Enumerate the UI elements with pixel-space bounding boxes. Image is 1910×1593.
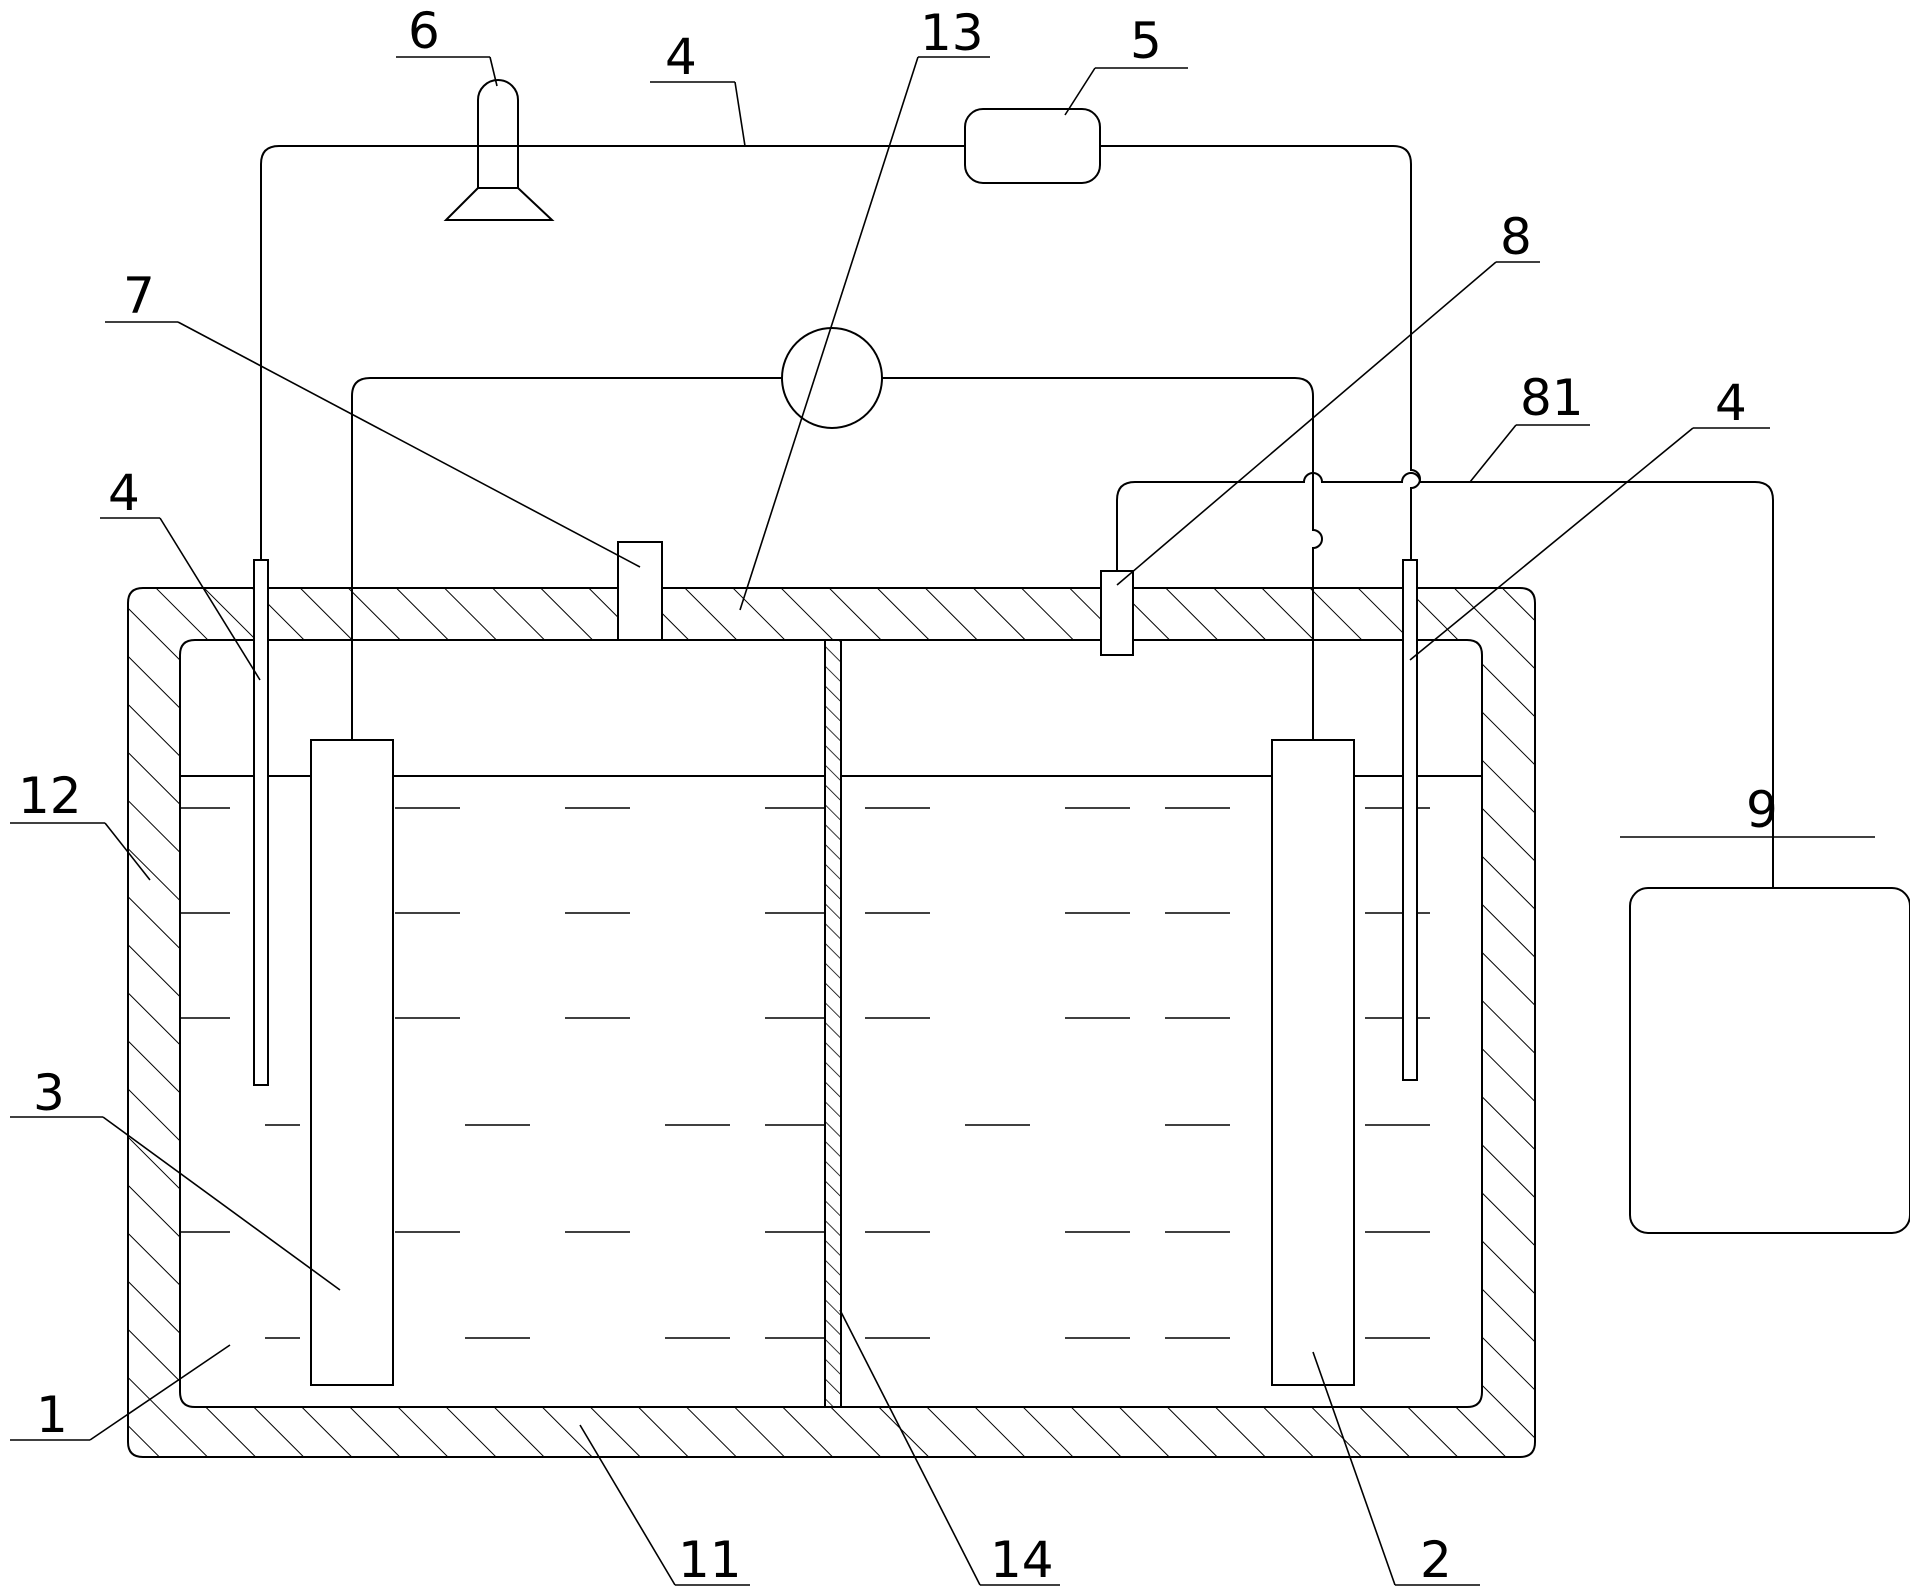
tube-left — [253, 559, 269, 1086]
label-7: 7 — [123, 267, 155, 325]
electrode-left — [310, 739, 394, 1386]
label-81: 81 — [1520, 369, 1584, 427]
tube-right — [1402, 559, 1418, 1081]
nozzle-6 — [477, 79, 519, 188]
electrode-circuit-wire — [351, 377, 1323, 740]
liquid-dashes — [180, 807, 1430, 1339]
label-5: 5 — [1130, 12, 1162, 70]
label-4-left: 4 — [108, 464, 140, 522]
tank-wall — [127, 587, 1536, 1458]
unit-5-box — [964, 108, 1101, 184]
label-12: 12 — [18, 767, 82, 825]
label-9: 9 — [1746, 781, 1778, 839]
label-11: 11 — [678, 1531, 742, 1589]
membrane-partition — [824, 639, 842, 1408]
electrode-right — [1271, 739, 1355, 1386]
label-13: 13 — [920, 4, 984, 62]
device-9-box — [1629, 887, 1910, 1234]
label-6: 6 — [408, 2, 440, 60]
port-8 — [1100, 570, 1134, 656]
label-4-top: 4 — [665, 28, 697, 86]
port-7 — [617, 541, 663, 641]
label-1: 1 — [36, 1386, 68, 1444]
gas-line-wire — [260, 145, 1421, 560]
line-81-wire — [1116, 472, 1774, 888]
label-4-right: 4 — [1715, 374, 1747, 432]
label-2: 2 — [1420, 1531, 1452, 1589]
label-8: 8 — [1500, 208, 1532, 266]
label-3: 3 — [33, 1064, 65, 1122]
leader-lines — [10, 56, 1875, 1586]
meter-circle — [781, 327, 883, 429]
nozzle-6-base — [443, 187, 555, 221]
label-14: 14 — [990, 1531, 1054, 1589]
